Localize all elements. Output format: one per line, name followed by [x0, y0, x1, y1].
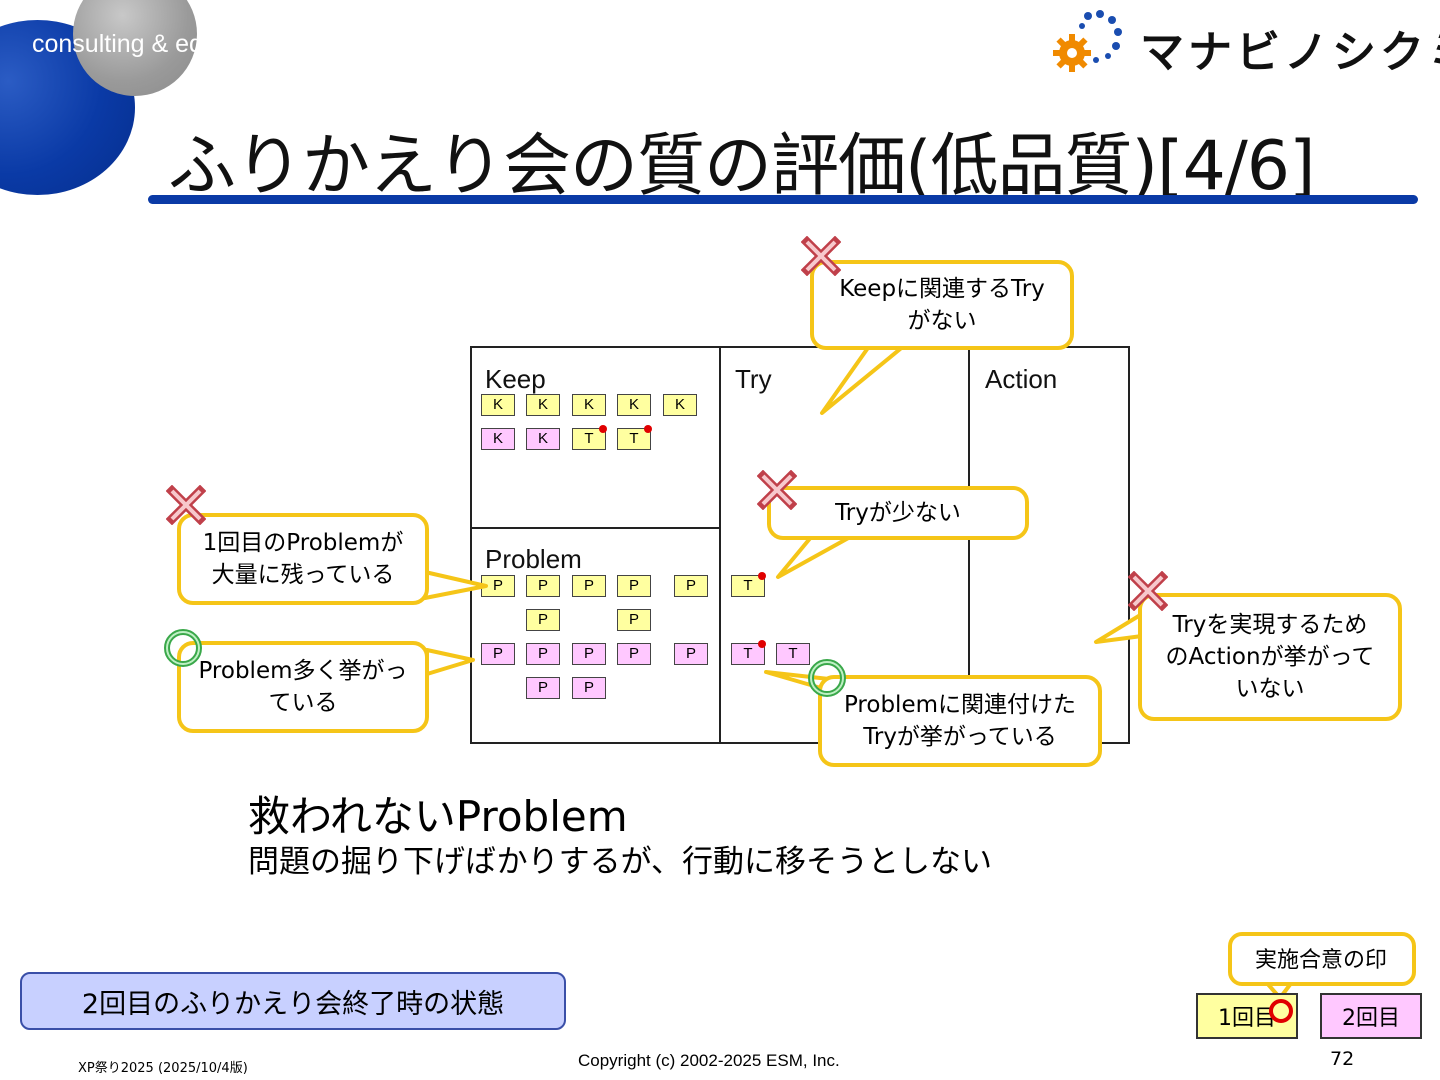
- callout-problem-try: Problemに関連付けた Tryが挙がっている: [818, 675, 1102, 767]
- keep-card: K: [481, 394, 515, 416]
- keep-card: K: [526, 428, 560, 450]
- action-label: Action: [985, 364, 1058, 394]
- legend-first-round: 1回目: [1196, 993, 1298, 1039]
- problem-card: P: [526, 609, 560, 631]
- pointer-try-few: [776, 534, 854, 579]
- keep-card: K: [617, 394, 651, 416]
- pointer-problem-left: [423, 570, 488, 600]
- company-logo: [1053, 10, 1122, 72]
- problem-card: P: [617, 643, 651, 665]
- keep-try-card: T: [617, 425, 652, 450]
- cross-mark-icon: [166, 485, 206, 525]
- callout-action-none: Tryを実現するため のActionが挙がって いない: [1138, 593, 1402, 721]
- gear-icon: [1053, 34, 1091, 72]
- problem-card: P: [674, 643, 708, 665]
- pointer-keep-try: [820, 343, 907, 415]
- try-card: T: [731, 640, 766, 665]
- circle-mark-icon: [808, 659, 846, 697]
- try-label: Try: [735, 364, 772, 394]
- keep-try-card: T: [572, 425, 607, 450]
- logo-text: マナビノシクミ: [1140, 27, 1440, 78]
- page-number: 72: [1330, 1048, 1355, 1070]
- keep-card: K: [572, 394, 606, 416]
- tagline: consulting & education: [32, 30, 284, 58]
- callout-problem-left: 1回目のProblemが 大量に残っている: [177, 513, 429, 605]
- blue-dots-icon: [1079, 10, 1122, 63]
- footer-copyright: Copyright (c) 2002-2025 ESM, Inc.: [578, 1051, 840, 1070]
- card-label: T: [584, 430, 594, 447]
- problem-card: P: [526, 575, 560, 597]
- agreement-mark-icon: [1269, 999, 1293, 1023]
- agreement-mark: [644, 425, 652, 433]
- page-title: ふりかえり会の質の評価(低品質)[4/6]: [168, 127, 1316, 206]
- cross-mark-icon: [1128, 571, 1168, 611]
- problem-card: P: [572, 677, 606, 699]
- column-divider: [470, 527, 721, 529]
- callout-problem-many: Problem多く挙がっ ている: [177, 641, 429, 733]
- agreement-mark: [758, 640, 766, 648]
- title-underline: [148, 195, 1418, 204]
- problem-card: P: [617, 575, 651, 597]
- agreement-mark: [758, 572, 766, 580]
- summary-title: 救われないProblem: [248, 792, 628, 841]
- problem-card: P: [526, 677, 560, 699]
- keep-label: Keep: [485, 364, 546, 394]
- problem-card: P: [617, 609, 651, 631]
- cross-mark-icon: [801, 236, 841, 276]
- problem-card: P: [572, 643, 606, 665]
- problem-card: P: [674, 575, 708, 597]
- footer-event: XP祭り2025 (2025/10/4版): [78, 1061, 248, 1076]
- keep-card: K: [663, 394, 697, 416]
- card-label: T: [743, 577, 753, 594]
- legend-second-round: 2回目: [1320, 993, 1422, 1039]
- header-gray-circle: [73, 0, 197, 96]
- callout-try-few: Tryが少ない: [767, 486, 1029, 540]
- legend-callout: [1228, 932, 1416, 1000]
- circle-mark-icon: [164, 629, 202, 667]
- pointer-action: [1094, 612, 1144, 644]
- cross-mark-icon: [757, 470, 797, 510]
- try-card: T: [776, 643, 810, 665]
- card-label: T: [629, 430, 639, 447]
- state-label: 2回目のふりかえり会終了時の状態: [20, 972, 566, 1030]
- summary-subtitle: 問題の掘り下げばかりするが、行動に移そうとしない: [248, 844, 992, 880]
- keep-card: K: [526, 394, 560, 416]
- callout-keep-try: Keepに関連するTry がない: [810, 260, 1074, 350]
- problem-card: P: [572, 575, 606, 597]
- agreement-mark: [599, 425, 607, 433]
- problem-card: P: [526, 643, 560, 665]
- problem-card: P: [481, 643, 515, 665]
- card-label: T: [743, 645, 753, 662]
- pointer-problem-many: [425, 648, 475, 676]
- keep-card: K: [481, 428, 515, 450]
- try-card: T: [731, 572, 766, 597]
- legend-mark-label: 実施合意の印: [1254, 948, 1387, 973]
- problem-label: Problem: [485, 544, 582, 574]
